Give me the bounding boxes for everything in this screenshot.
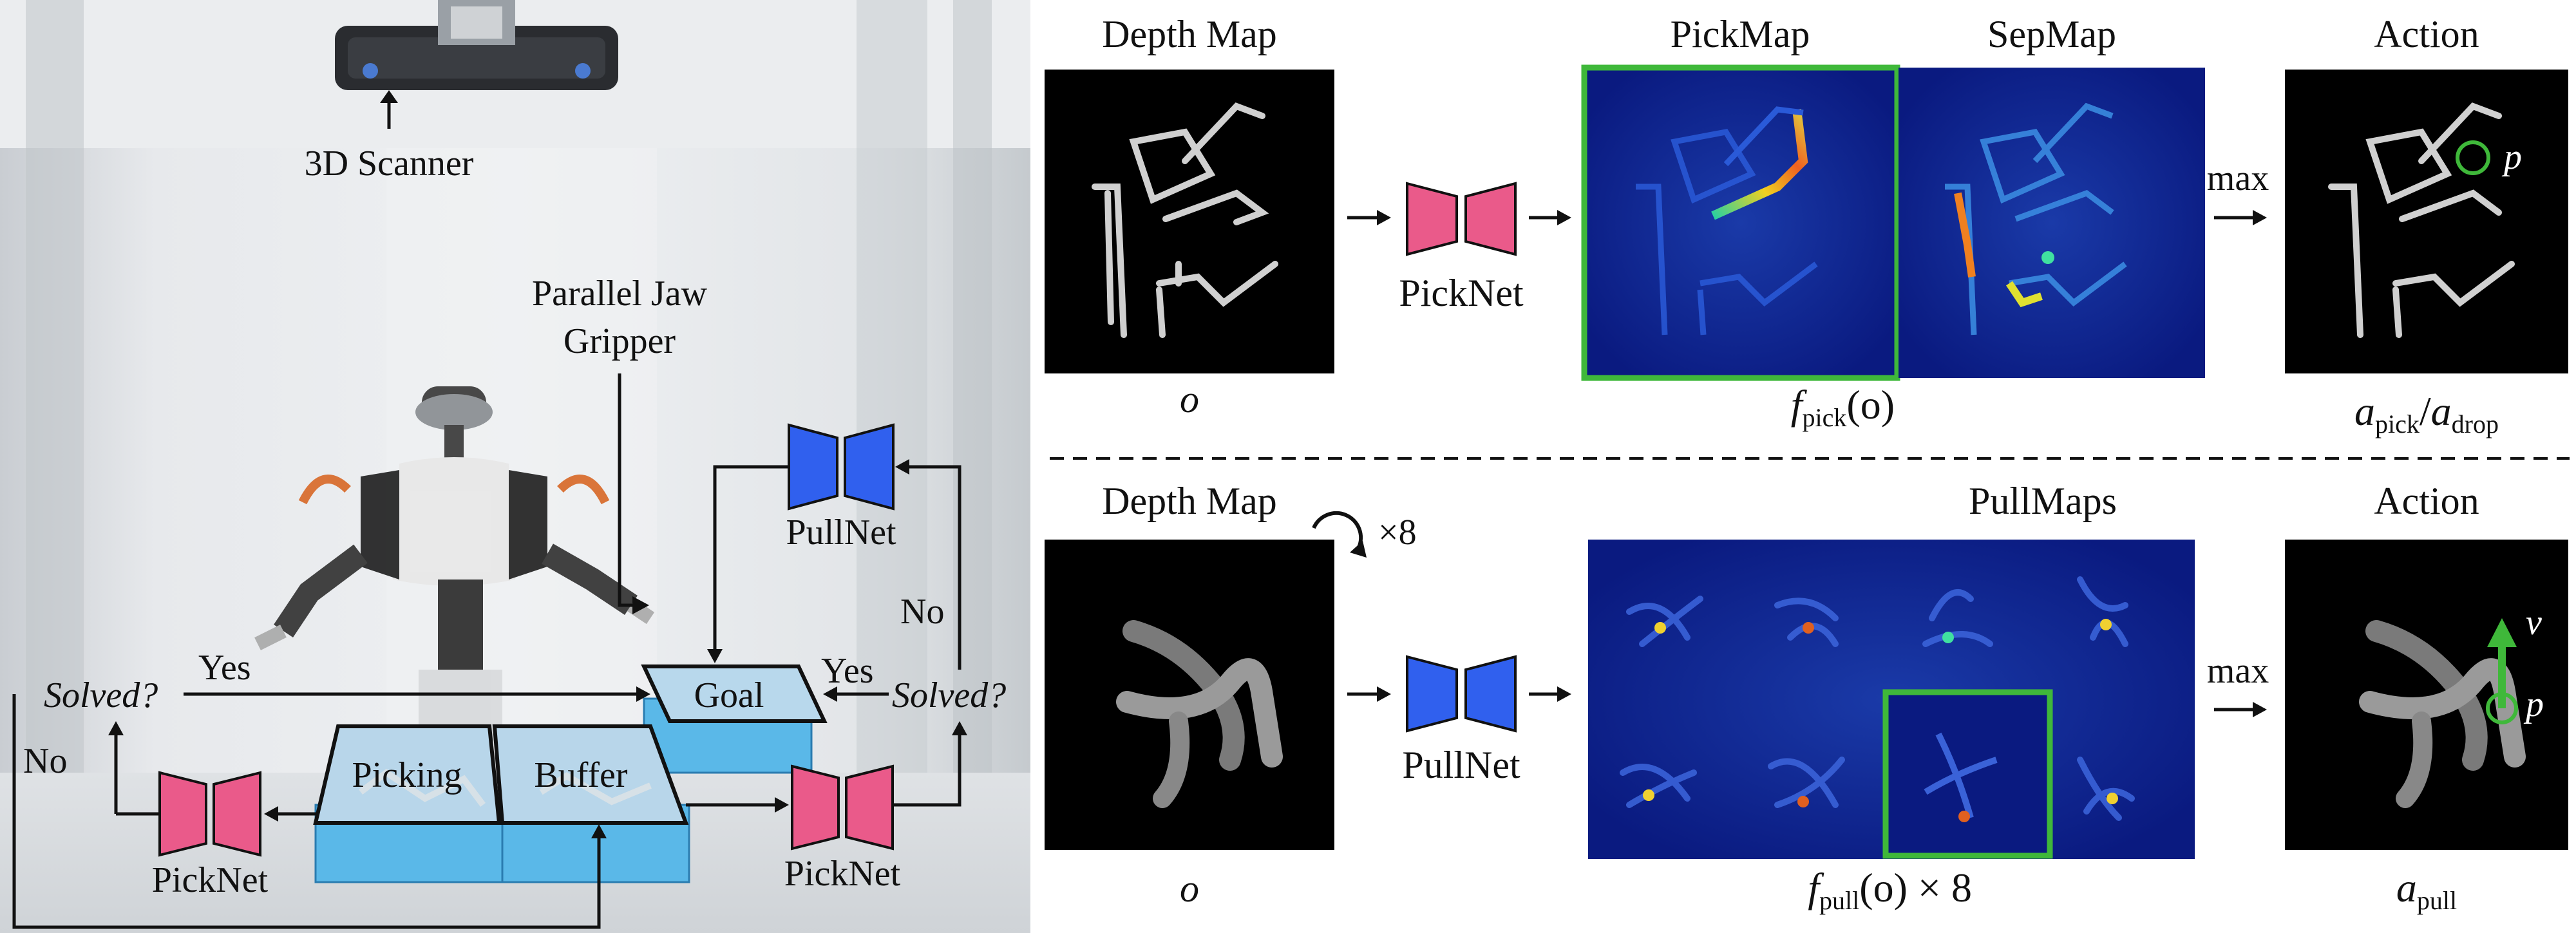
left-panel-arrowheads	[108, 459, 967, 838]
bottom-action-point-label: p	[2523, 684, 2544, 724]
pickmap-highlight-box	[1581, 64, 1900, 381]
gripper-label-line2: Gripper	[564, 321, 676, 361]
pipeline-diagram-panel: Depth Map o PickNet PickMap SepMap	[1045, 13, 2570, 915]
gripper-label-line1: Parallel Jaw	[532, 274, 708, 314]
yes-label-left: Yes	[198, 648, 251, 688]
picking-bin	[313, 724, 504, 883]
top-depth-caption: o	[1180, 378, 1199, 420]
top-depth-map-title: Depth Map	[1102, 13, 1277, 55]
bottom-depth-map-title: Depth Map	[1102, 480, 1277, 522]
no-label-left: No	[23, 741, 67, 781]
top-action-caption: apick/adrop	[2354, 388, 2499, 438]
bottom-action-vector-label: v	[2526, 603, 2542, 643]
top-action-point-label: p	[2501, 137, 2522, 177]
bottom-pullnet-block	[1406, 655, 1517, 733]
svg-text:fpull(o) × 8: fpull(o) × 8	[1808, 865, 1972, 915]
bottom-max-label: max	[2207, 651, 2269, 691]
picking-label: Picking	[352, 755, 462, 795]
solved-label-left: Solved?	[44, 675, 158, 715]
bottom-maps-caption: fpull(o) × 8	[1808, 865, 1972, 915]
svg-text:fpick(o): fpick(o)	[1791, 382, 1895, 432]
svg-text:apull: apull	[2396, 865, 2457, 915]
top-max-label: max	[2207, 158, 2269, 198]
robot-body	[254, 386, 655, 740]
no-label-right: No	[900, 592, 944, 632]
picknet-label-left: PickNet	[152, 860, 269, 900]
top-picknet-block	[1406, 182, 1517, 256]
bottom-action-title: Action	[2374, 480, 2479, 522]
picknet-block-left	[158, 771, 261, 857]
buffer-label: Buffer	[534, 755, 627, 795]
left-panel-flow-arrows	[12, 465, 961, 929]
top-action-title: Action	[2374, 13, 2479, 55]
svg-text:apick/adrop: apick/adrop	[2354, 388, 2499, 438]
scanner-label: 3D Scanner	[305, 144, 474, 184]
picknet-label-right: PickNet	[784, 854, 901, 894]
yes-label-right: Yes	[821, 651, 873, 691]
top-action-image	[2285, 70, 2568, 373]
pullmaps-title: PullMaps	[1969, 480, 2117, 522]
pullnet-block-left-panel	[788, 423, 895, 511]
sepmap-title: SepMap	[1987, 13, 2116, 55]
bottom-depth-caption: o	[1180, 867, 1199, 910]
picknet-block-right	[791, 764, 894, 851]
pickmap-title: PickMap	[1671, 13, 1810, 55]
bottom-action-image	[2285, 540, 2568, 850]
buffer-bin	[492, 724, 690, 883]
pickmap-heatmap	[1584, 68, 1897, 378]
rotate-icon	[1312, 511, 1367, 558]
rotate-count-label: ×8	[1378, 513, 1417, 552]
solved-label-right: Solved?	[892, 675, 1006, 715]
top-picknet-label: PickNet	[1399, 272, 1524, 314]
pullmap-selected-cell	[1882, 689, 2053, 859]
bottom-pullnet-label: PullNet	[1402, 744, 1520, 786]
bottom-action-caption: apull	[2396, 865, 2457, 915]
robot-photo-panel: 3D Scanner Parallel Jaw Gripper PullNet …	[0, 0, 1030, 933]
goal-bin	[641, 664, 828, 774]
pullmap-hotspots	[1643, 619, 2118, 807]
bottom-depth-map-image	[1045, 540, 1334, 850]
goal-label: Goal	[694, 675, 764, 715]
pullnet-label-left-panel: PullNet	[786, 513, 896, 552]
top-maps-caption: fpick(o)	[1791, 382, 1895, 432]
3d-scanner-device	[335, 0, 618, 90]
sepmap-heatmap	[1899, 68, 2205, 378]
top-depth-map-image	[1045, 70, 1334, 373]
